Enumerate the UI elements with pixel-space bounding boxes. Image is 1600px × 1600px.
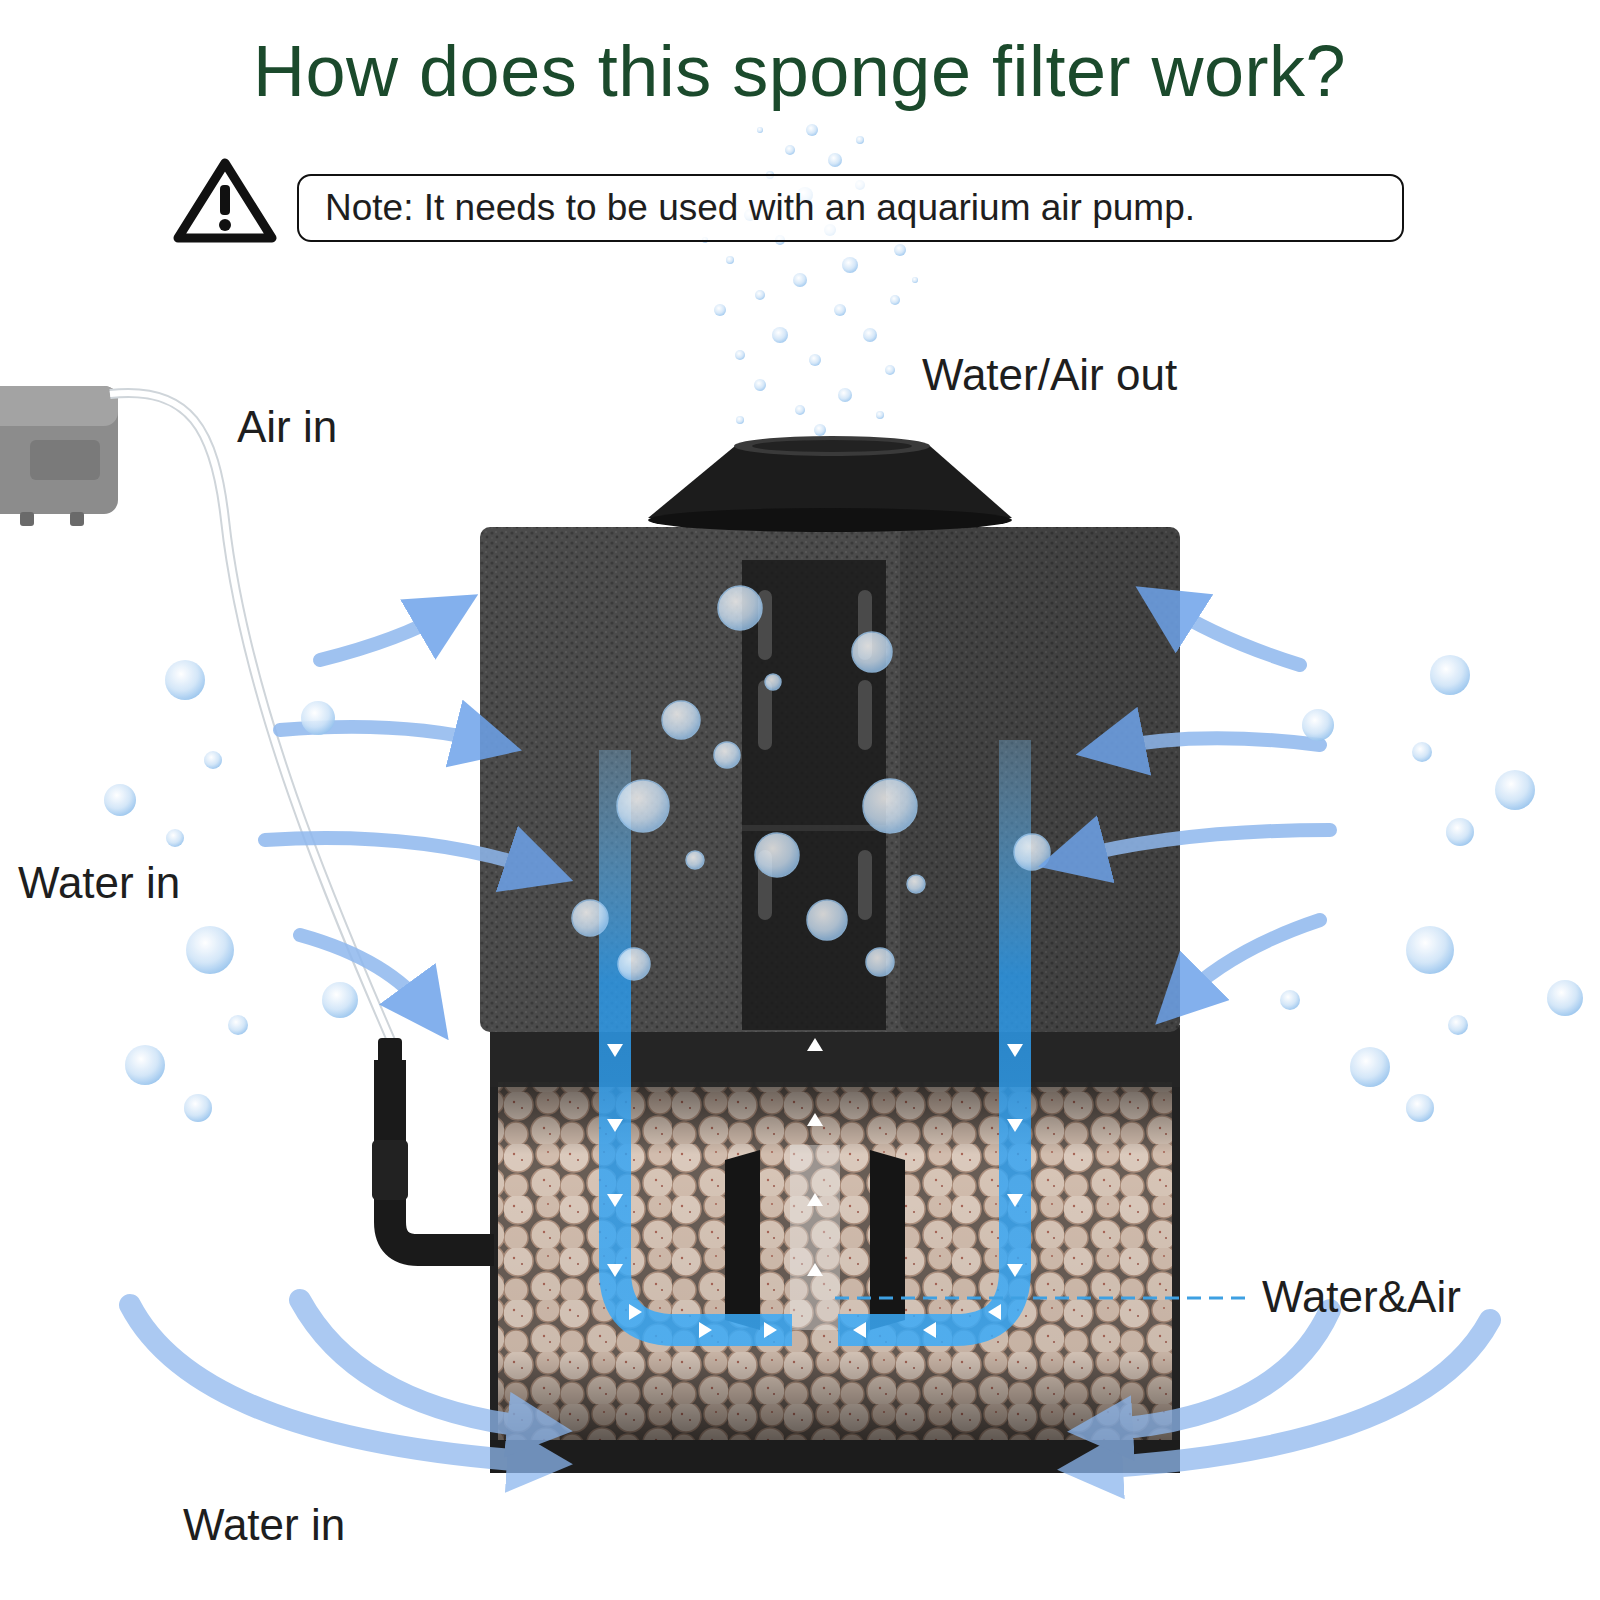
water-in-label: Water in <box>183 1500 345 1551</box>
water-in-arrows <box>265 605 1330 1012</box>
water-air-label: Water&Air <box>1262 1272 1461 1323</box>
leader-line <box>835 1297 1248 1300</box>
bubble-plume <box>702 124 918 436</box>
warning-icon <box>178 163 272 238</box>
outlet-cone <box>648 436 1012 532</box>
air-inlet-elbow <box>372 1038 494 1250</box>
water-in-label: Water in <box>18 858 180 909</box>
tube-bubbles <box>572 586 1050 980</box>
filter-housing <box>490 1025 1180 1473</box>
air-in-label: Air in <box>237 402 337 453</box>
title: How does this sponge filter work? <box>253 30 1346 113</box>
water-bubbles <box>104 655 1583 1122</box>
air-pump <box>0 386 118 526</box>
note-box: Note: It needs to be used with an aquari… <box>297 174 1404 242</box>
note-text: Note: It needs to be used with an aquari… <box>325 187 1195 228</box>
water-air-out-label: Water/Air out <box>922 350 1177 401</box>
water-in-arrows-bottom <box>130 1300 1490 1468</box>
flow-arrowheads <box>607 1038 1023 1338</box>
water-flow <box>615 560 1015 1330</box>
